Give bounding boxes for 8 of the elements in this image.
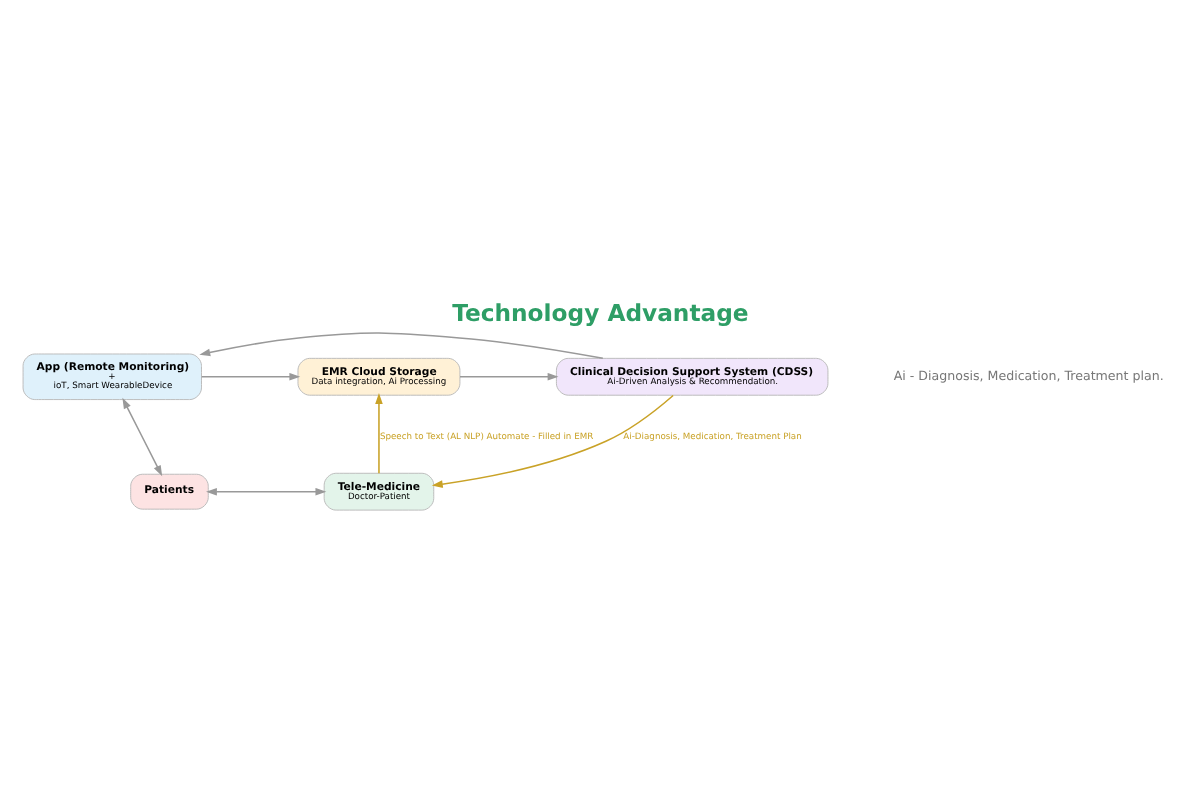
arrow [200,372,301,381]
arrow [459,372,559,381]
arrow [122,397,163,477]
arrow [206,487,327,496]
arrow [375,393,383,474]
arrow [431,394,674,488]
diagram-title: Technology Advantage [452,299,749,328]
arrow [199,332,604,360]
